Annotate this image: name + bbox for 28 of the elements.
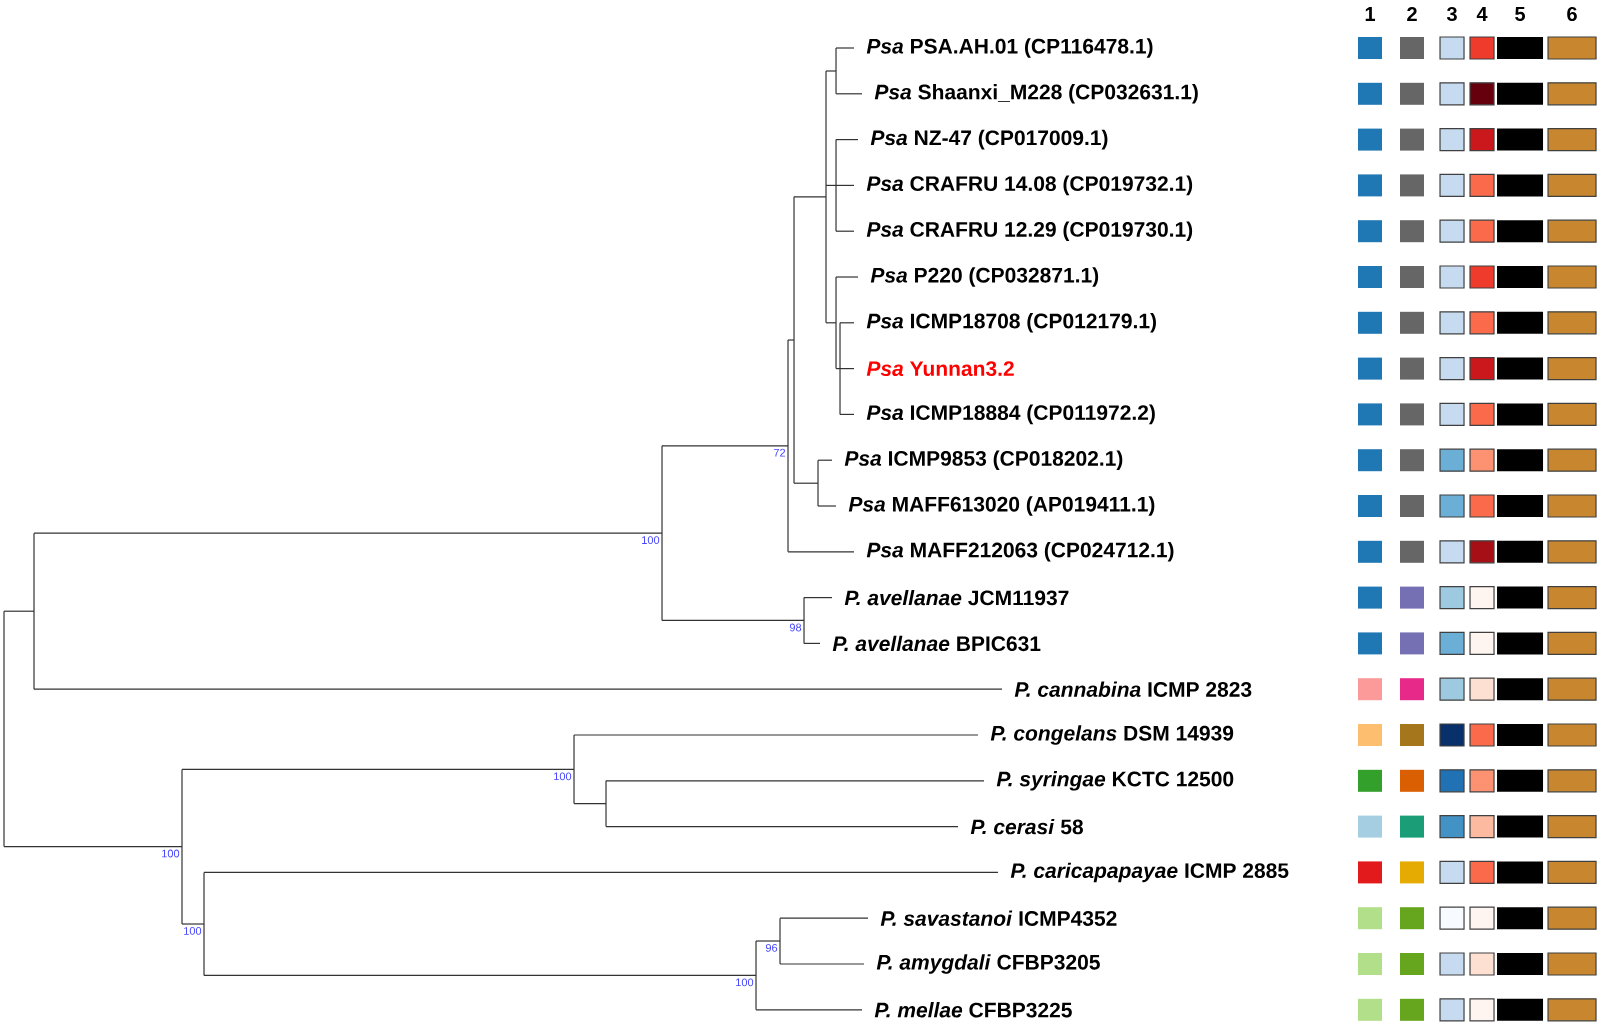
species-label: P. amygdali CFBP3205 [876, 954, 1100, 974]
species-label: Psa ICMP9853 (CP018202.1) [844, 450, 1123, 470]
species-label: Psa MAFF212063 (CP024712.1) [866, 542, 1174, 562]
column-number: 1 [1365, 7, 1376, 21]
species-label: Psa CRAFRU 14.08 (CP019732.1) [866, 175, 1193, 196]
species-label: P. avellanae BPIC631 [832, 635, 1041, 652]
species-label: P. cannabina ICMP 2823 [1014, 681, 1252, 697]
species-label: P. savastanoi ICMP4352 [880, 910, 1117, 926]
column-number: 6 [1567, 6, 1577, 22]
column-number: 2 [1407, 7, 1417, 21]
species-label: P. mellae CFBP3225 [874, 1002, 1072, 1018]
species-label: Psa P220 (CP032871.1) [870, 267, 1099, 287]
species-label: P. syringae KCTC 12500 [996, 771, 1234, 791]
column-number: 4 [1476, 7, 1488, 21]
species-label: Psa CRAFRU 12.29 (CP019730.1) [866, 221, 1193, 241]
species-label: Psa ICMP18708 (CP012179.1) [866, 313, 1156, 333]
species-label: P. avellanae JCM11937 [844, 589, 1069, 606]
column-number: 5 [1515, 7, 1526, 21]
species-label: Psa Yunnan3.2 [866, 361, 1014, 377]
species-label: P. congelans DSM 14939 [990, 725, 1234, 745]
species-label: Psa MAFF613020 (AP019411.1) [848, 496, 1155, 516]
species-label: P. cerasi 58 [970, 818, 1083, 835]
species-label: Psa PSA.AH.01 (CP116478.1) [866, 38, 1153, 58]
column-number: 3 [1446, 6, 1457, 22]
species-label: Psa NZ-47 (CP017009.1) [870, 129, 1108, 150]
species-label: Psa Shaanxi_M228 (CP032631.1) [874, 84, 1198, 104]
species-label: P. caricapapayae ICMP 2885 [1010, 862, 1289, 883]
species-label: Psa ICMP18884 (CP011972.2) [866, 404, 1155, 425]
